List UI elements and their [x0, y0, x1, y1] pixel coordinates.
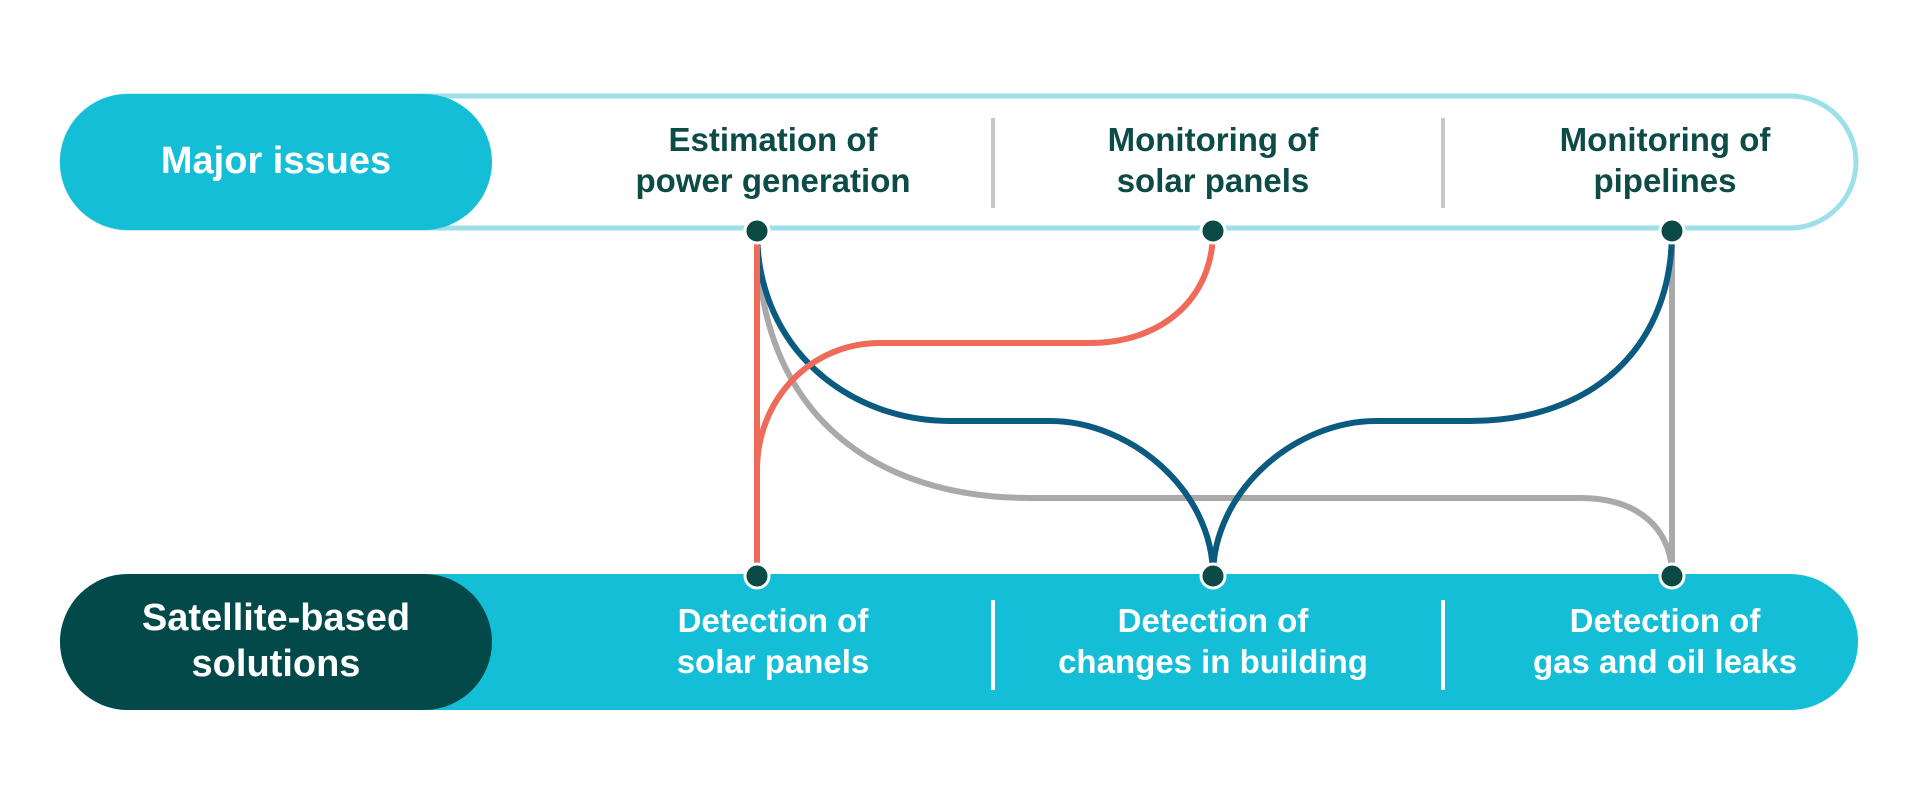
solutions-pill: [60, 574, 492, 710]
connector-gray-power-to-leaks: [754, 228, 1675, 577]
issue-monitoring-pipelines: Monitoring of pipelines: [1559, 120, 1771, 199]
node-issue-pipelines: [1658, 217, 1686, 245]
solution-detection-leaks: Detection of gas and oil leaks: [1532, 601, 1798, 680]
solutions-band: [60, 574, 1858, 710]
node-issue-solar-panels: [1199, 217, 1227, 245]
node-solution-building: [1199, 562, 1227, 590]
solutions-label: Satellite-based solutions: [141, 597, 411, 685]
issue-monitoring-solar-panels: Monitoring of solar panels: [1107, 120, 1319, 199]
node-solution-solar-panels: [743, 562, 771, 590]
solution-detection-solar-panels: Detection of solar panels: [676, 601, 870, 680]
connector-navy-pipelines-to-building: [1210, 228, 1675, 579]
major-issues-pill: [60, 94, 492, 230]
node-issue-power-generation: [743, 217, 771, 245]
issue-power-generation: Estimation of power generation: [635, 120, 911, 199]
connector-navy-power-to-building: [754, 228, 1216, 579]
solution-detection-building-changes: Detection of changes in building: [1058, 601, 1368, 680]
connector-coral-monitoring-to-panels: [754, 228, 1216, 473]
node-solution-leaks: [1658, 562, 1686, 590]
major-issues-label: Major issues: [160, 140, 392, 183]
